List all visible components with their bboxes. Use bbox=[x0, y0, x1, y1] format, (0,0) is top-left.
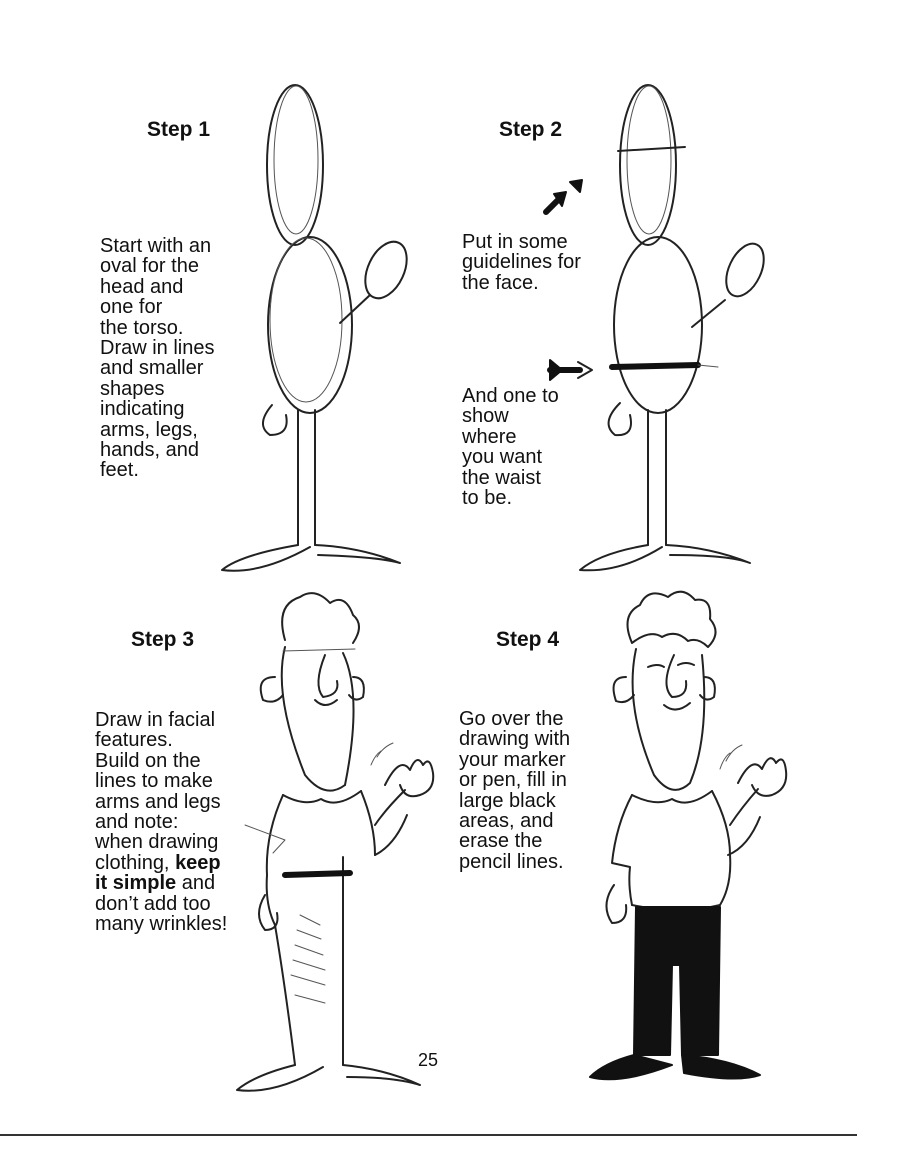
step-4-title: Step 4 bbox=[496, 628, 560, 651]
step-2-title: Step 2 bbox=[499, 118, 563, 141]
step-3-keep-line: clothing, keep bbox=[95, 851, 221, 874]
arrow-pointing-face-icon bbox=[543, 179, 583, 215]
hand-oval bbox=[364, 240, 408, 300]
face-guideline bbox=[617, 146, 686, 152]
step-1-instructions: Start with an oval for the head and one … bbox=[100, 235, 215, 482]
head-oval bbox=[266, 84, 324, 246]
page-bottom-rule bbox=[0, 1134, 857, 1136]
waist-guideline bbox=[609, 362, 701, 370]
step-2-instructions-face: Put in some guidelines for the face. bbox=[462, 231, 581, 294]
page-number: 25 bbox=[418, 1050, 439, 1070]
black-trousers bbox=[633, 906, 721, 1056]
step-2-figure-sketch bbox=[579, 84, 765, 572]
step-3-simple-line: it simple and bbox=[95, 872, 216, 895]
right-shoe bbox=[681, 1054, 761, 1080]
step-4-instructions: Go over the drawing with your marker or … bbox=[459, 708, 571, 873]
step-4-finished-figure bbox=[589, 590, 788, 1081]
step-3-title: Step 3 bbox=[131, 628, 195, 651]
torso-oval bbox=[267, 236, 353, 414]
step-3-instructions: Draw in facial features. Build on the li… bbox=[95, 709, 228, 936]
step-1-title: Step 1 bbox=[147, 118, 211, 141]
nose bbox=[665, 654, 688, 698]
step-1-figure-sketch bbox=[221, 84, 408, 572]
curly-hair bbox=[626, 590, 717, 648]
left-shoe bbox=[589, 1054, 673, 1081]
step-2-instructions-waist: And one to show where you want the waist… bbox=[462, 385, 559, 510]
step-3-figure-sketch bbox=[236, 592, 435, 1092]
arrow-pointing-waist-icon bbox=[547, 359, 593, 381]
